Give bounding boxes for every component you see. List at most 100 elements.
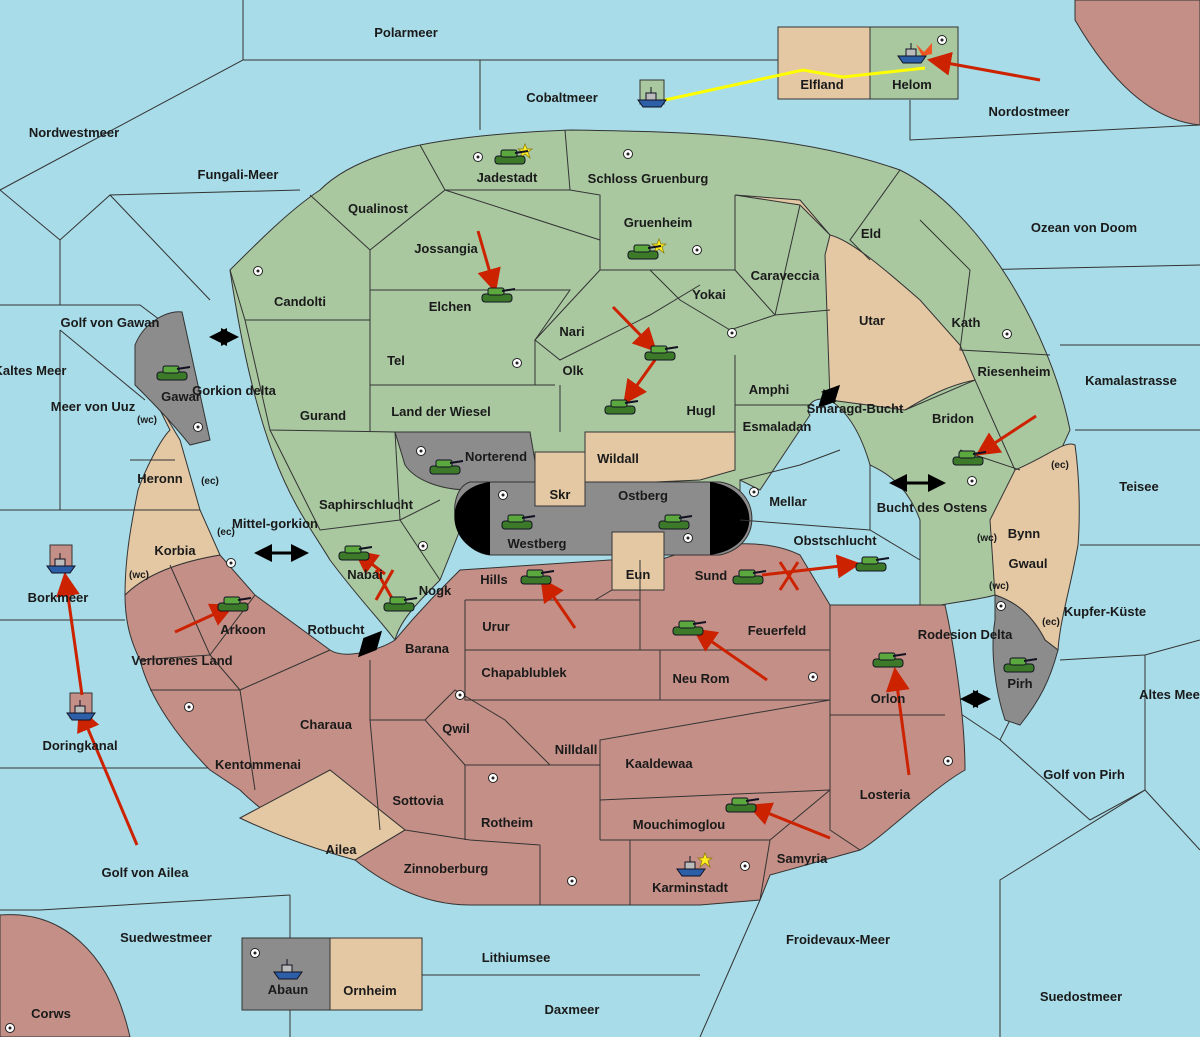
- territory-heronn-korbia[interactable]: [124, 389, 221, 597]
- adjacency-arrows: [209, 328, 991, 708]
- territory-label: Verlorenes Land: [131, 653, 232, 668]
- sea-label: Mittel-gorkion: [232, 516, 318, 531]
- sea-label: Doringkanal: [42, 738, 117, 753]
- sea-label: Kupfer-Küste: [1064, 604, 1146, 619]
- coast-label: (wc): [137, 415, 157, 426]
- territory-label: Chapablublek: [481, 665, 567, 680]
- territory-conno[interactable]: [1074, 0, 1200, 126]
- territory-elfland[interactable]: [777, 26, 871, 100]
- territory-label: Helom: [892, 77, 932, 92]
- sea-label: Polarmeer: [374, 25, 438, 40]
- sea-label: Froidevaux-Meer: [786, 932, 890, 947]
- sea-label: Nordwestmeer: [29, 125, 119, 140]
- territory-label: Kath: [952, 315, 981, 330]
- ostberg-tunnel-east: [710, 482, 750, 555]
- territory-label: Gruenheim: [624, 215, 693, 230]
- territory-label: Nilldall: [555, 742, 598, 757]
- sea-label: Bucht des Ostens: [877, 500, 988, 515]
- territory-label: Urur: [482, 619, 509, 634]
- territory-label: Yokai: [692, 287, 726, 302]
- territory-label: Utar: [859, 313, 885, 328]
- territory-label: Barana: [405, 641, 450, 656]
- coast-label: (ec): [1042, 617, 1060, 628]
- territory-label: Heronn: [137, 471, 183, 486]
- sea-label: Smaragd-Bucht: [807, 401, 904, 416]
- territory-label: Karminstadt: [652, 880, 729, 895]
- coast-label: (wc): [989, 581, 1009, 592]
- explosion-icon: [916, 43, 932, 56]
- sea-label: Rodesion Delta: [918, 627, 1013, 642]
- territory-label: Candolti: [274, 294, 326, 309]
- territory-label: Saphirschlucht: [319, 497, 414, 512]
- territory-label: Norterend: [465, 449, 527, 464]
- territory-label: Arkoon: [220, 622, 266, 637]
- territory-label: Olk: [563, 363, 585, 378]
- coast-label: (ec): [217, 527, 235, 538]
- territory-label: Elchen: [429, 299, 472, 314]
- territory-label: Sottovia: [392, 793, 444, 808]
- territory-label: Ailea: [325, 842, 357, 857]
- territory-label: Losteria: [860, 787, 911, 802]
- sea-label: Gorkion delta: [192, 383, 277, 398]
- territory-label: Eun: [626, 567, 651, 582]
- sea-label: Rotbucht: [307, 622, 365, 637]
- territory-label: Nogk: [419, 583, 452, 598]
- territory-label: Bynn: [1008, 526, 1041, 541]
- territory-label: Zinnoberburg: [404, 861, 489, 876]
- coast-label: (ec): [1051, 460, 1069, 471]
- territory-label: Ornheim: [343, 983, 396, 998]
- territory-label: Mouchimoglou: [633, 817, 725, 832]
- sea-label: Borkmeer: [28, 590, 89, 605]
- sea-label: Golf von Pirh: [1043, 767, 1125, 782]
- territory-label: Gwaul: [1008, 556, 1047, 571]
- convoy-route-line: [664, 66, 926, 102]
- territory-label: Qualinost: [348, 201, 409, 216]
- territory-corws[interactable]: [0, 914, 131, 1037]
- territory-ornheim[interactable]: [329, 937, 423, 1011]
- territory-label: Bridon: [932, 411, 974, 426]
- territory-label: Samyria: [777, 851, 828, 866]
- territory-borders: [125, 129, 1051, 905]
- territory-label: Riesenheim: [978, 364, 1051, 379]
- sea-label: Golf von Ailea: [102, 865, 190, 880]
- territory-label: Tel: [387, 353, 405, 368]
- territory-label: Sund: [695, 568, 728, 583]
- sea-label: Fungali-Meer: [198, 167, 279, 182]
- territory-skr[interactable]: [534, 451, 586, 507]
- failed-order-x-icon: [374, 561, 800, 601]
- territory-label: Pirh: [1007, 676, 1032, 691]
- sea-label: Suedwestmeer: [120, 930, 212, 945]
- territory-label: Qwil: [442, 721, 469, 736]
- territory-label: Korbia: [154, 543, 196, 558]
- territory-label: Kentommenai: [215, 757, 301, 772]
- sea-label: Ozean von Doom: [1031, 220, 1137, 235]
- ostberg-tunnel-west: [454, 482, 490, 555]
- territory-label: Orlon: [871, 691, 906, 706]
- territory-label: Amphi: [749, 382, 789, 397]
- territory-label: Caraveccia: [751, 268, 820, 283]
- territory-westberg-ostberg[interactable]: [454, 481, 753, 556]
- territory-label: Gawar: [161, 389, 201, 404]
- territory-label: Jossangia: [414, 241, 478, 256]
- territory-label: Skr: [550, 487, 571, 502]
- territory-label: Schloss Gruenburg: [588, 171, 709, 186]
- territory-label: Wildall: [597, 451, 639, 466]
- sea-label: Meer von Uuz: [51, 399, 136, 414]
- sea-label: Kaltes Meer: [0, 363, 66, 378]
- territory-label: Elfland: [800, 77, 843, 92]
- territory-label: Neu Rom: [672, 671, 729, 686]
- coast-label: (wc): [977, 533, 997, 544]
- territory-eun[interactable]: [611, 531, 665, 591]
- territory-label: Ostberg: [618, 488, 668, 503]
- territory-label: Kaaldewaa: [625, 756, 693, 771]
- territory-label: Hugl: [687, 403, 716, 418]
- sea-label: Suedostmeer: [1040, 989, 1122, 1004]
- territory-label: Obstschlucht: [793, 533, 877, 548]
- territory-label: Hills: [480, 572, 507, 587]
- territory-label: Gurand: [300, 408, 346, 423]
- territory-label: Nabai: [347, 567, 382, 582]
- territory-label: Jadestadt: [477, 170, 538, 185]
- coast-label: (wc): [129, 570, 149, 581]
